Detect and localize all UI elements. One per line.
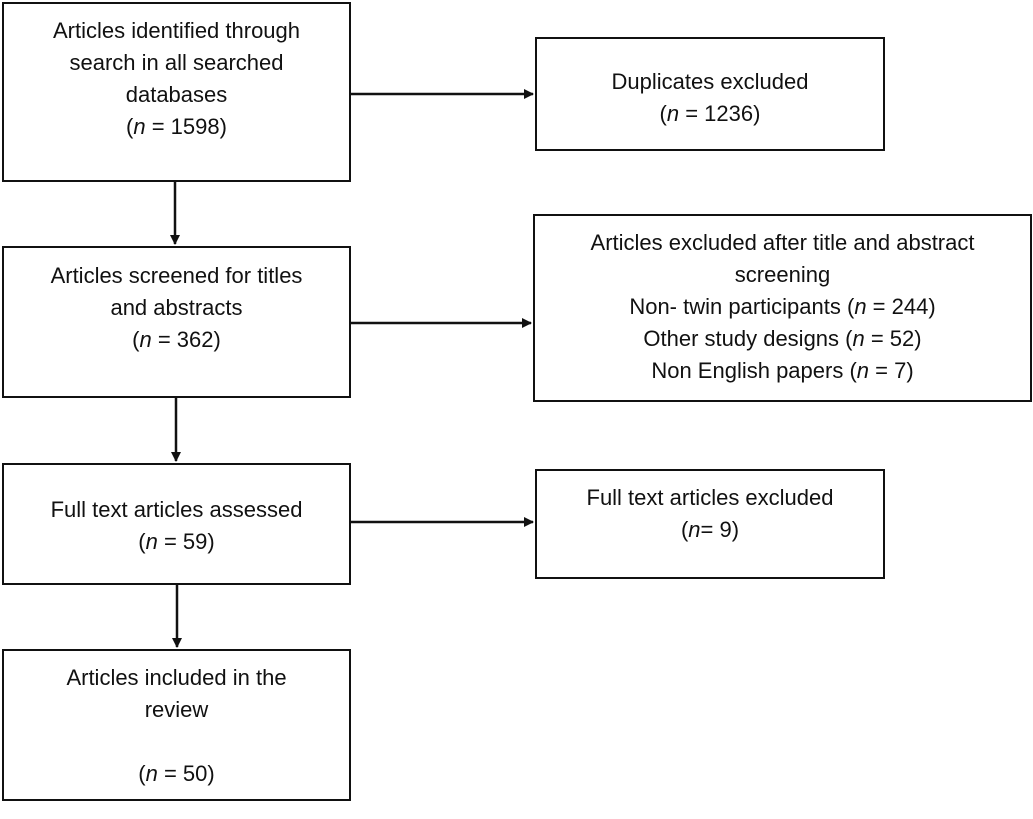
- identified-count: (n = 1598): [126, 114, 227, 139]
- screened-line-1: Articles screened for titles: [50, 263, 303, 288]
- excluded-reason-non-english: Non English papers (n = 7): [651, 358, 914, 383]
- identified-line-3: databases: [125, 82, 228, 107]
- screened-count: (n = 362): [132, 327, 221, 352]
- identified-line-2: search in all searched: [69, 50, 284, 75]
- excluded-ta-line-2: screening: [734, 262, 831, 287]
- included-count: (n = 50): [138, 761, 215, 786]
- identified-box: Articles identified through search in al…: [2, 2, 351, 182]
- fulltext-assessed-label: Full text articles assessed: [50, 497, 303, 522]
- excluded-ta-line-1: Articles excluded after title and abstra…: [590, 230, 975, 255]
- duplicates-box: Duplicates excluded (n = 1236): [535, 37, 885, 151]
- screened-box: Articles screened for titles and abstrac…: [2, 246, 351, 398]
- fulltext-excluded-count: (n= 9): [680, 517, 740, 542]
- duplicates-count: (n = 1236): [659, 101, 761, 126]
- included-line-2: review: [144, 697, 209, 722]
- included-box: Articles included in the review (n = 50): [2, 649, 351, 801]
- included-line-1: Articles included in the: [66, 665, 287, 690]
- excluded-reason-other-designs: Other study designs (n = 52): [643, 326, 922, 351]
- duplicates-label: Duplicates excluded: [611, 69, 809, 94]
- identified-line-1: Articles identified through: [52, 18, 301, 43]
- excluded-reason-non-twin: Non- twin participants (n = 244): [629, 294, 936, 319]
- fulltext-assessed-count: (n = 59): [138, 529, 215, 554]
- screened-line-2: and abstracts: [110, 295, 243, 320]
- fulltext-excluded-box: Full text articles excluded (n= 9): [535, 469, 885, 579]
- excluded-title-abstract-box: Articles excluded after title and abstra…: [533, 214, 1032, 402]
- fulltext-excluded-label: Full text articles excluded: [586, 485, 834, 510]
- fulltext-assessed-box: Full text articles assessed (n = 59): [2, 463, 351, 585]
